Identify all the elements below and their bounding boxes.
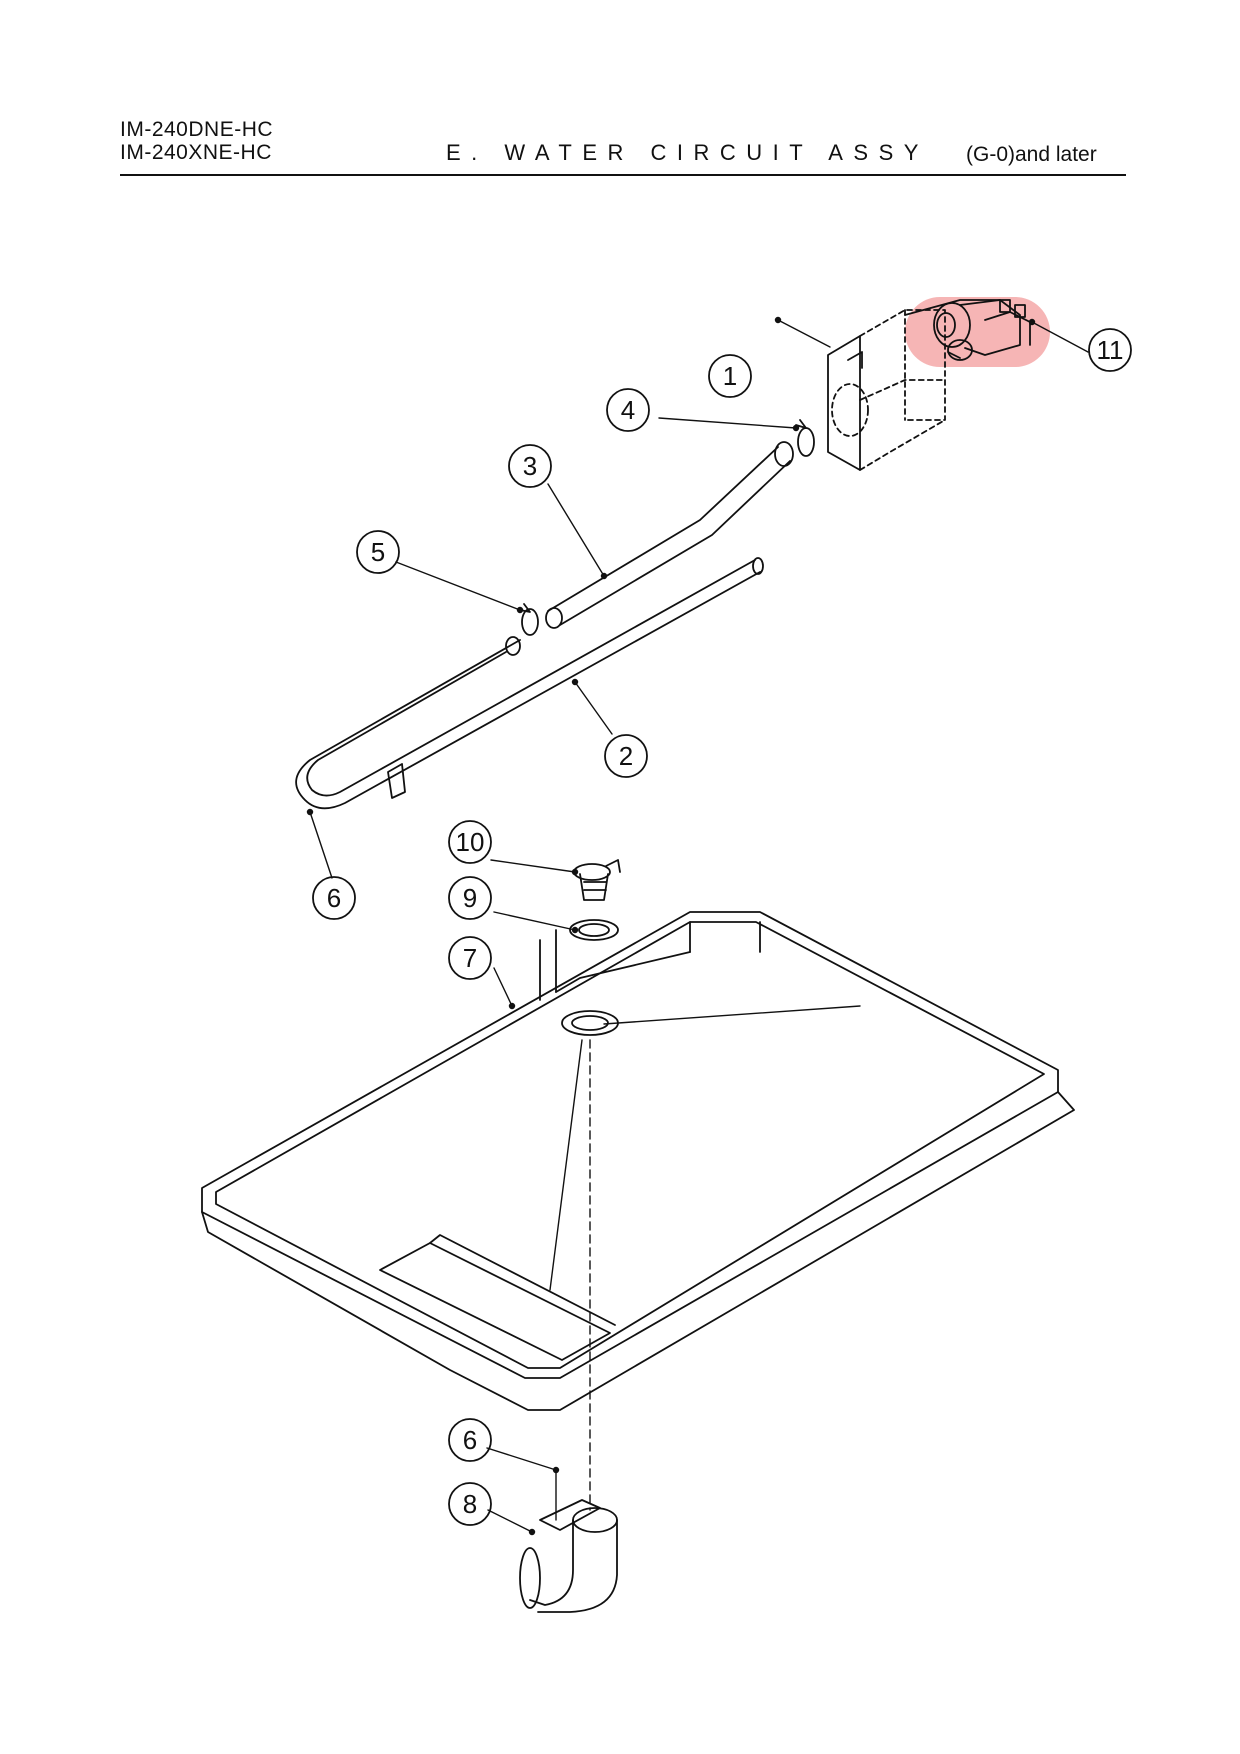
water-valve — [904, 299, 1031, 361]
svg-text:4: 4 — [621, 395, 635, 425]
leader-lines — [306, 316, 1089, 1536]
washer — [569, 919, 619, 941]
hose-clamp-5 — [519, 603, 539, 636]
svg-text:2: 2 — [619, 741, 633, 771]
hose-clamp-4 — [795, 419, 815, 457]
page-title: E. WATER CIRCUIT ASSY — [446, 140, 929, 165]
model-number-2: IM-240XNE-HC — [120, 141, 272, 164]
svg-text:8: 8 — [463, 1489, 477, 1519]
callout-3: 3 — [508, 444, 552, 488]
drain-pan — [201, 911, 1075, 1411]
svg-text:5: 5 — [371, 537, 385, 567]
header-rule — [120, 174, 1126, 176]
callout-4: 4 — [606, 388, 650, 432]
svg-text:7: 7 — [463, 943, 477, 973]
svg-text:11: 11 — [1097, 335, 1124, 365]
callout-6-lower: 6 — [448, 1418, 492, 1462]
model-number-1: IM-240DNE-HC — [120, 118, 274, 141]
svg-text:6: 6 — [327, 883, 341, 913]
valve-bracket — [827, 309, 946, 471]
svg-text:1: 1 — [723, 361, 737, 391]
callout-8: 8 — [448, 1482, 492, 1526]
hose-lower — [295, 557, 764, 810]
valve-highlight — [905, 297, 1050, 367]
callout-7: 7 — [448, 936, 492, 980]
callout-11: 11 — [1088, 328, 1132, 372]
serial-range: (G-0)and later — [966, 143, 1097, 166]
callout-1: 1 — [708, 354, 752, 398]
svg-text:10: 10 — [456, 827, 485, 857]
svg-text:9: 9 — [463, 883, 477, 913]
callout-5: 5 — [356, 530, 400, 574]
hose-upper — [545, 441, 794, 629]
callout-10: 10 — [448, 820, 492, 864]
callout-2: 2 — [604, 734, 648, 778]
callouts: 1 11 4 3 5 2 6 10 9 7 6 8 — [312, 328, 1132, 1526]
drain-elbow — [519, 1499, 618, 1613]
svg-text:3: 3 — [523, 451, 537, 481]
callout-6-upper: 6 — [312, 876, 356, 920]
drain-fitting — [573, 859, 621, 901]
svg-text:6: 6 — [463, 1425, 477, 1455]
callout-9: 9 — [448, 876, 492, 920]
